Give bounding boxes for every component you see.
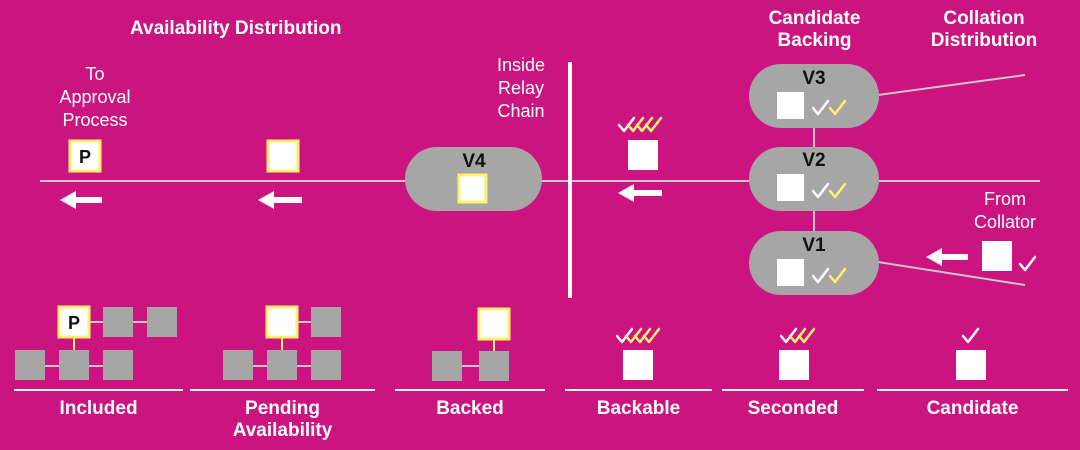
validator-label-v1: V1 (802, 235, 826, 256)
backable-block (628, 140, 658, 170)
check-icon (811, 267, 847, 284)
heading-availability-distribution: Availability Distribution (130, 18, 342, 39)
v1-candidate-block (777, 259, 804, 286)
legend-pending-availability (223, 305, 341, 380)
heading-candidate-backing: Candidate Backing (768, 8, 861, 51)
heading-collation-distribution: Collation Distribution (930, 8, 1038, 51)
note-inside-relay-chain: Inside Relay Chain (496, 55, 546, 121)
check-icon (1018, 255, 1037, 272)
v4-candidate-block (457, 173, 488, 204)
validator-label-v4: V4 (462, 151, 486, 172)
validator-label-v2: V2 (802, 150, 825, 171)
included-marker-label: P (79, 147, 91, 167)
left-arrow-icon (926, 248, 968, 266)
v2-candidate-block (777, 174, 804, 201)
legend-seconded (779, 327, 816, 380)
check-icon (811, 182, 847, 199)
left-arrow-icon (60, 191, 102, 209)
stage-label-included: Included (59, 398, 138, 419)
validator-label-v3: V3 (802, 68, 825, 89)
stage-label-seconded: Seconded (747, 398, 839, 419)
check-icon (811, 99, 847, 116)
legend-backed (432, 307, 511, 381)
legend-included (15, 305, 177, 380)
stage-label-backable: Backable (596, 398, 681, 419)
legend-candidate (956, 327, 986, 380)
collation-line-top (877, 74, 1026, 96)
stage-label-pending-availability: Pending Availability (232, 398, 333, 441)
legend-included-marker-label: P (68, 313, 80, 333)
pending-availability-block (266, 139, 300, 173)
triple-check-icon (617, 116, 663, 133)
collator-block (982, 241, 1012, 271)
note-to-approval-process: To Approval Process (59, 64, 131, 130)
left-arrow-icon (618, 184, 662, 202)
v3-candidate-block (777, 92, 804, 119)
stage-label-candidate: Candidate (926, 398, 1019, 419)
left-arrow-icon (258, 191, 302, 209)
collation-line-bottom (877, 261, 1026, 286)
legend-backable (615, 327, 661, 380)
included-block (68, 139, 102, 173)
note-from-collator: From Collator (973, 189, 1037, 232)
stage-label-backed: Backed (436, 398, 504, 419)
